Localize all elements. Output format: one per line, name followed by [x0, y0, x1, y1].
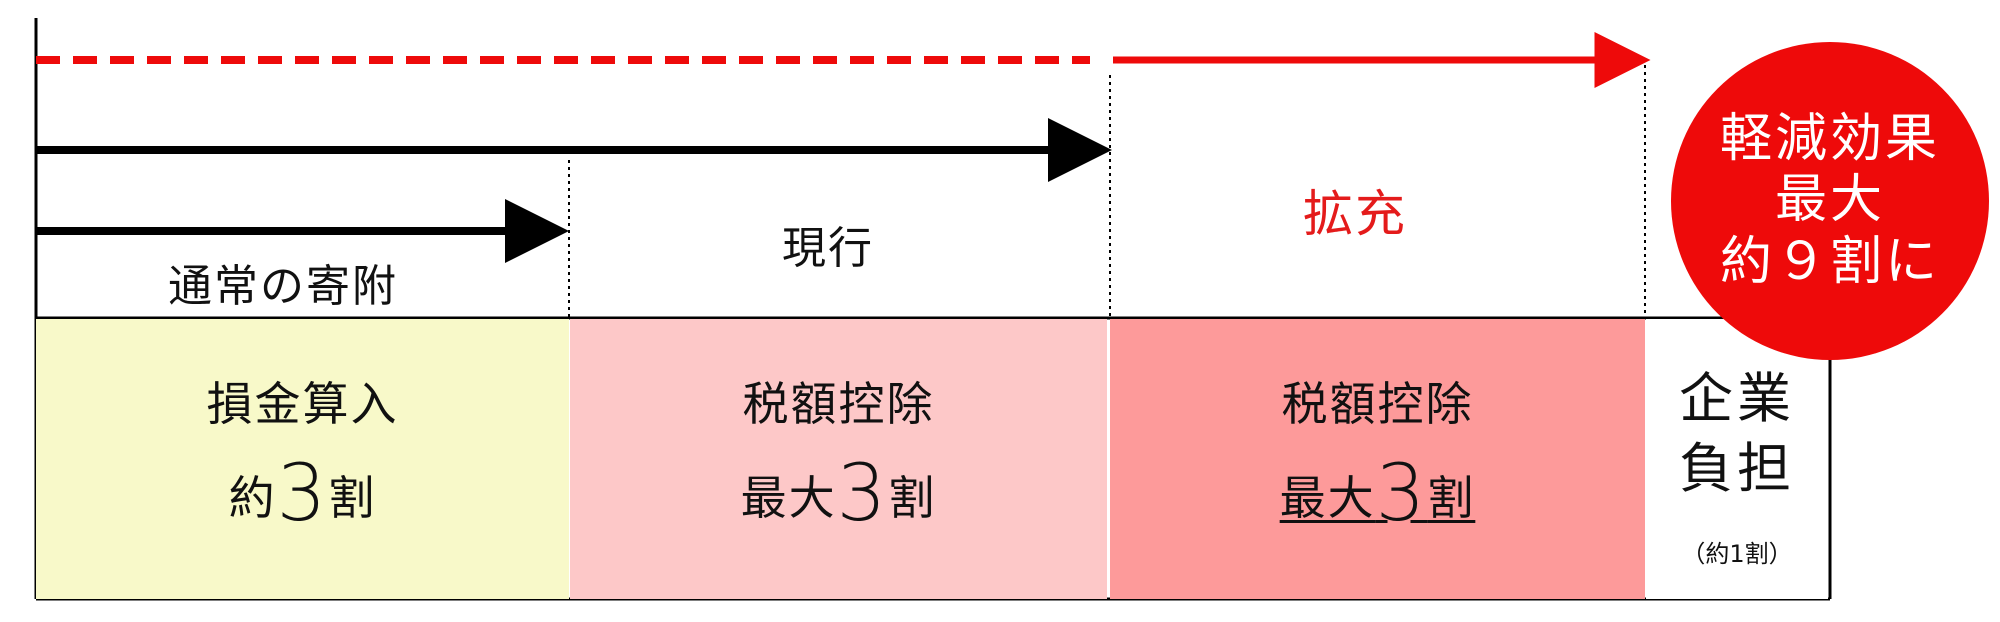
- segment-normal-donation: 損金算入 約3割: [36, 319, 569, 599]
- segment-current-title: 税額控除: [742, 376, 935, 431]
- company-burden-line1: 企業: [1679, 367, 1795, 430]
- badge-line2: 最大: [1774, 170, 1885, 231]
- reduction-effect-badge: 軽減効果 最大 約９割に: [1671, 42, 1989, 360]
- segment-expansion-ratio: 最大3割: [1279, 448, 1476, 539]
- company-burden-line2: 負担: [1679, 437, 1795, 501]
- segment-current-ratio: 最大3割: [740, 448, 937, 539]
- segment-normal-title: 損金算入: [206, 376, 399, 431]
- label-normal-donation: 通常の寄附: [168, 261, 398, 312]
- segment-current: 税額控除 最大3割: [570, 319, 1107, 599]
- segment-expansion: 税額控除 最大3割: [1110, 319, 1645, 599]
- segment-normal-ratio: 約3割: [228, 448, 377, 539]
- badge-line1: 軽減効果: [1719, 108, 1940, 169]
- label-current: 現行: [782, 223, 874, 274]
- label-expansion: 拡充: [1303, 185, 1407, 243]
- segment-company-burden: 企業 負担 （約1割）: [1646, 319, 1828, 599]
- segment-expansion-title: 税額控除: [1281, 376, 1474, 431]
- company-burden-note: （約1割）: [1681, 540, 1793, 569]
- badge-line3: 約９割に: [1719, 231, 1940, 292]
